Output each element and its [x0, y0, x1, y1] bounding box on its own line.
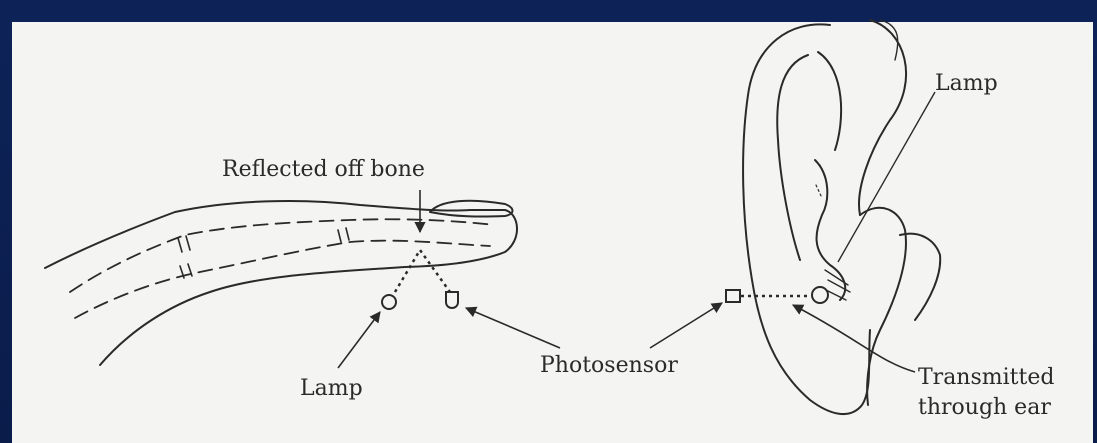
ear-drawing [743, 20, 940, 414]
label-lamp-finger: Lamp [300, 376, 363, 401]
photosensor-leader-ear [650, 303, 722, 348]
ear-photosensor-icon [726, 290, 740, 302]
finger-photosensor-icon [446, 292, 458, 308]
reflected-light-path [395, 250, 450, 292]
label-reflected-off-bone: Reflected off bone [222, 157, 425, 182]
ear-lamp-icon [812, 287, 828, 303]
ear-lamp-leader [838, 92, 935, 262]
label-lamp-ear: Lamp [935, 71, 998, 96]
finger-lamp-leader [338, 312, 380, 368]
label-photosensor: Photosensor [540, 353, 678, 378]
label-transmitted-line1: Transmitted [918, 365, 1054, 390]
finger-drawing [45, 201, 517, 365]
label-transmitted-line2: through ear [918, 395, 1051, 420]
photosensor-leader-finger [466, 308, 560, 348]
finger-lamp-icon [382, 295, 396, 309]
transmitted-leader [793, 305, 915, 372]
